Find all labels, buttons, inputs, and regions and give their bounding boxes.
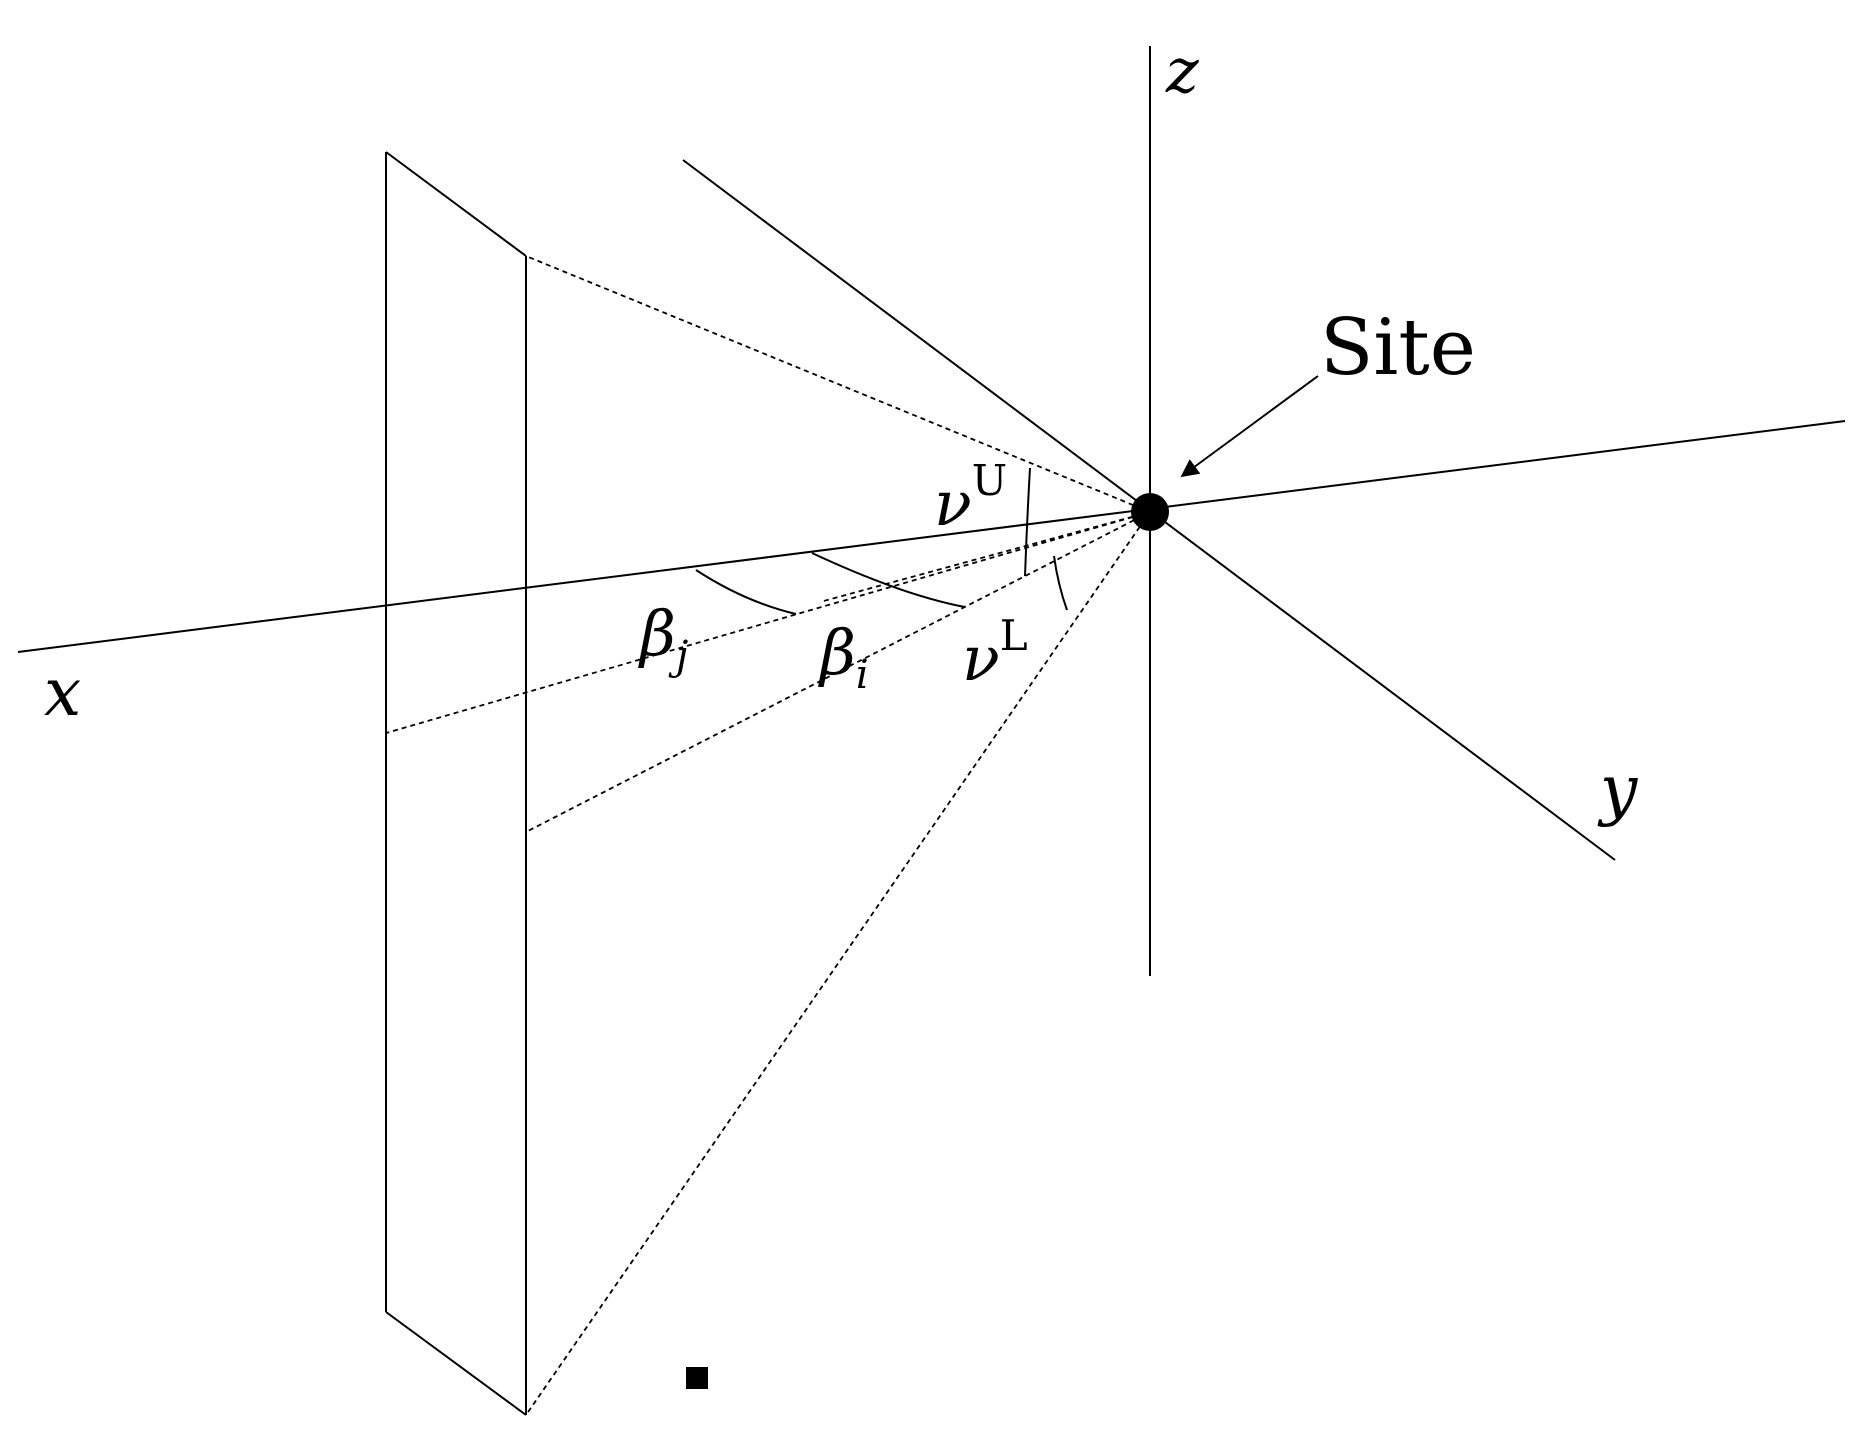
x-axis (17, 420, 1846, 653)
beta-j-arc (695, 569, 797, 615)
nu-lower-sup: L (1000, 611, 1028, 660)
site-arrow (1180, 375, 1319, 478)
vertical-plane (385, 151, 527, 1416)
beta-i-arc (811, 552, 966, 608)
nu-upper-base: ν (934, 467, 972, 540)
beta-i-sub: i (856, 652, 869, 698)
nu-lower-arc (1053, 555, 1068, 611)
nu-lower-label: νL (962, 611, 1028, 695)
x-axis-label: x (44, 654, 81, 731)
nu-upper-sup: U (972, 456, 1007, 505)
beta-i-base: β (818, 616, 856, 689)
beta-j-label: βj (638, 597, 688, 679)
site-label: Site (1320, 303, 1476, 393)
y-axis-label: y (1597, 751, 1638, 828)
nu-upper-arc (1024, 467, 1031, 577)
beta-i-label: βi (818, 616, 869, 698)
nu-upper-label: νU (934, 456, 1007, 540)
square-mark (686, 1367, 708, 1389)
beta-j-base: β (638, 597, 676, 670)
sight-lines (385, 255, 1151, 1416)
nu-lower-base: ν (962, 622, 1000, 695)
site-point (1131, 493, 1169, 531)
z-axis-label: z (1165, 34, 1199, 107)
